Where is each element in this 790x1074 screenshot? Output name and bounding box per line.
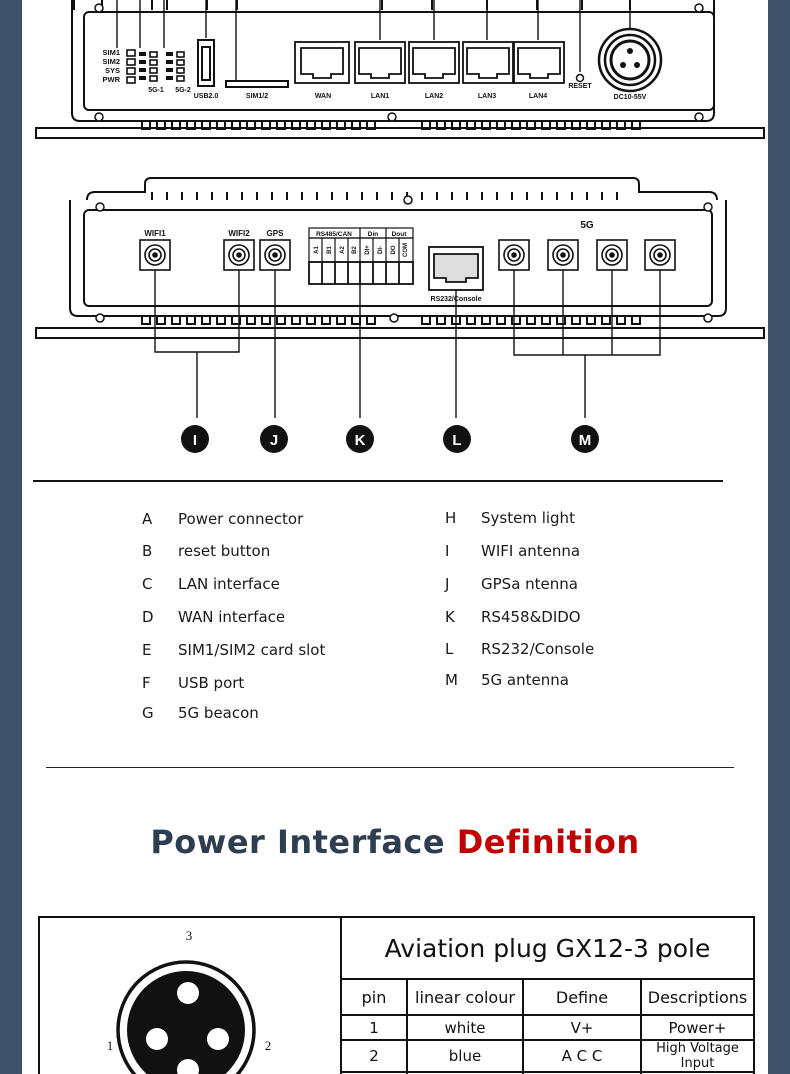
cell-pin: 1 — [340, 1014, 408, 1041]
header-define: Define — [522, 978, 642, 1016]
divider-top — [33, 480, 723, 482]
port-label-sim: SIM1/2 — [246, 93, 268, 100]
terminal-pin-di-minus: DI- — [378, 246, 384, 254]
port-label-dc: DC10-55V — [614, 94, 647, 101]
wifi1-label: WIFI1 — [144, 229, 166, 238]
plug-diagram-box: 3 1 2 — [38, 916, 342, 1074]
table-row: 2 blue A C C High Voltage Input — [340, 1039, 755, 1073]
wifi1-antenna-jack-icon — [139, 239, 171, 271]
cell-colour: blue — [406, 1039, 524, 1073]
port-label-lan1: LAN1 — [371, 93, 389, 100]
cell-empty — [522, 1071, 642, 1074]
port-label-lan3: LAN3 — [478, 93, 496, 100]
callout-l-label: L — [452, 432, 461, 449]
lan1-port-icon — [354, 41, 406, 84]
terminal-pin-do: DO — [391, 245, 397, 254]
terminal-pin-b2: B2 — [352, 246, 358, 254]
rear-panel-diagram: WIFI1 WIFI2 GPS 5G RS232/Console RS485/C… — [35, 177, 765, 453]
sim-slot-icon — [225, 80, 289, 88]
cell-colour: white — [406, 1014, 524, 1041]
terminal-group-rs485: RS485/CAN — [316, 231, 352, 238]
lan4-port-icon — [513, 41, 565, 84]
terminal-pin-a2: A2 — [340, 246, 346, 254]
5g-label: 5G — [580, 220, 594, 231]
plug-pin-label-2: 2 — [265, 1038, 272, 1053]
rs232-port-icon — [428, 246, 484, 291]
plug-pin-2-icon — [207, 1028, 229, 1050]
led-label-sys: SYS — [105, 66, 120, 75]
led-label-sim1: SIM1 — [102, 48, 120, 57]
wifi2-antenna-jack-icon — [223, 239, 255, 271]
lan2-port-icon — [408, 41, 460, 84]
port-label-lan4: LAN4 — [529, 93, 547, 100]
gps-antenna-jack-icon — [259, 239, 291, 271]
table-title: Aviation plug GX12-3 pole — [340, 916, 755, 980]
5g-antenna-jack-1-icon — [498, 239, 530, 271]
terminal-group-din: Din — [368, 231, 379, 238]
port-label-5g2: 5G-2 — [175, 87, 191, 94]
callout-i-label: I — [193, 432, 197, 449]
cell-description: Power+ — [640, 1014, 755, 1041]
terminal-pin-com: COM — [403, 243, 409, 257]
gps-label: GPS — [267, 229, 285, 238]
cell-define: A C C — [522, 1039, 642, 1073]
led-label-pwr: PWR — [103, 75, 121, 84]
terminal-pin-a1: A1 — [314, 246, 320, 254]
terminal-pin-b1: B1 — [327, 246, 333, 254]
header-pin: pin — [340, 978, 408, 1016]
header-descriptions: Descriptions — [640, 978, 755, 1016]
cell-empty — [640, 1071, 755, 1074]
reset-button-icon — [575, 73, 585, 83]
title-part-b: Definition — [456, 823, 640, 861]
front-panel-diagram: SIM1 SIM2 SYS PWR 5G-1 5G-2 USB2.0 SIM1/… — [35, 0, 765, 139]
5g-antenna-jack-3-icon — [596, 239, 628, 271]
port-label-usb: USB2.0 — [194, 93, 219, 100]
cell-empty — [340, 1071, 408, 1074]
wan-port-icon — [294, 41, 350, 84]
plug-pin-1-icon — [146, 1028, 168, 1050]
callout-j — [260, 425, 288, 453]
port-label-5g1: 5G-1 — [148, 87, 164, 94]
5g-antenna-jack-2-icon — [547, 239, 579, 271]
led-label-sim2: SIM2 — [102, 57, 120, 66]
plug-pin-label-1: 1 — [107, 1038, 114, 1053]
terminal-block-icon — [308, 227, 414, 285]
callout-k — [346, 425, 374, 453]
port-label-reset: RESET — [568, 83, 592, 90]
header-linear-colour: linear colour — [406, 978, 524, 1016]
usb-port-icon — [197, 39, 215, 87]
terminal-group-dout: Dout — [392, 231, 408, 238]
pin-definition-table: Aviation plug GX12-3 pole pin linear col… — [340, 916, 755, 1074]
5g-antenna-jack-4-icon — [644, 239, 676, 271]
divider-bottom — [46, 767, 734, 768]
table-row-partial — [340, 1071, 755, 1074]
lan3-port-icon — [462, 41, 514, 84]
cell-pin: 2 — [340, 1039, 408, 1073]
product-sheet: SIM1 SIM2 SYS PWR 5G-1 5G-2 USB2.0 SIM1/… — [22, 0, 768, 1074]
title-part-a: Power Interface — [150, 823, 457, 861]
cell-define: V+ — [522, 1014, 642, 1041]
terminal-pin-di-plus: DI+ — [365, 245, 371, 255]
cell-description: High Voltage Input — [640, 1039, 755, 1073]
callout-l — [443, 425, 471, 453]
callout-j-label: J — [270, 432, 278, 449]
callout-m — [571, 425, 599, 453]
gx12-plug-diagram: 3 1 2 — [107, 928, 272, 1074]
plug-pin-label-3: 3 — [186, 928, 193, 943]
power-interface-title: Power Interface Definition — [22, 823, 768, 861]
plug-pin-3-icon — [177, 982, 199, 1004]
port-label-wan: WAN — [315, 93, 331, 100]
port-label-lan2: LAN2 — [425, 93, 443, 100]
wifi2-label: WIFI2 — [228, 229, 250, 238]
dc-power-connector-icon — [597, 27, 663, 93]
callout-k-label: K — [355, 432, 366, 449]
cell-empty — [406, 1071, 524, 1074]
table-row: 1 white V+ Power+ — [340, 1014, 755, 1041]
callout-i — [181, 425, 209, 453]
callout-m-label: M — [579, 432, 592, 449]
